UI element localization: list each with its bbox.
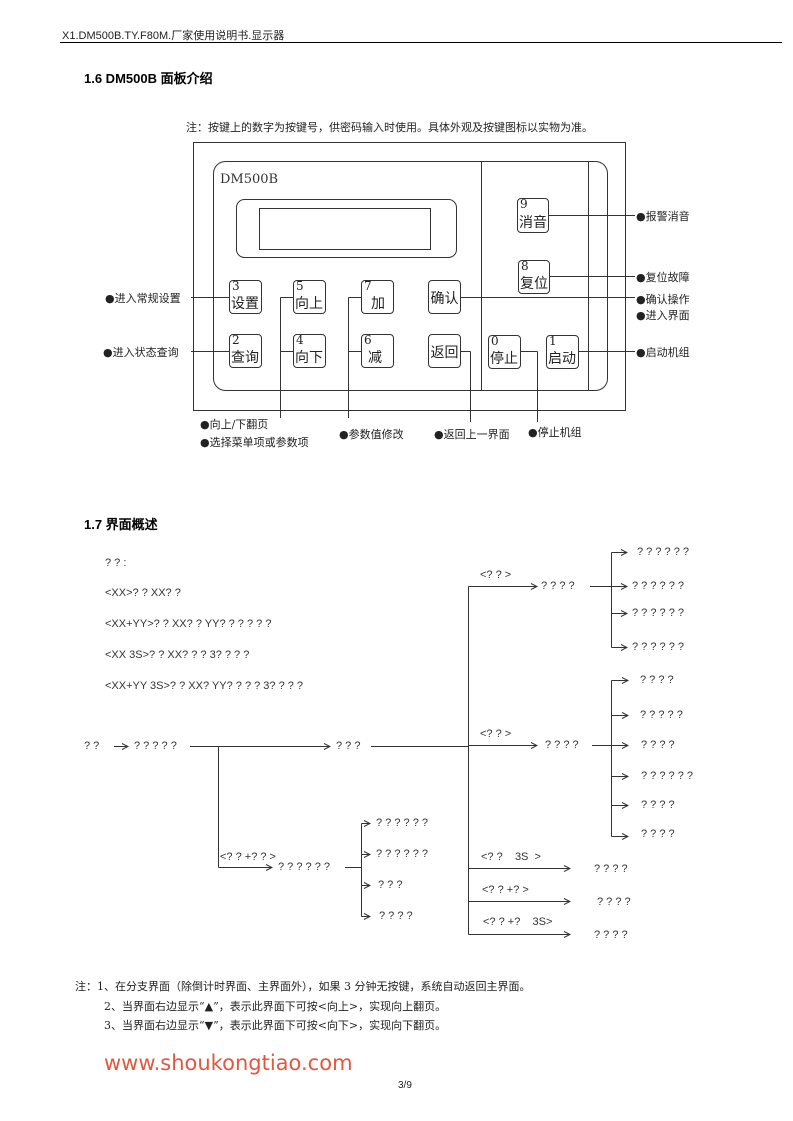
branch-f-child: ? ? ? ? ? ?	[376, 817, 428, 829]
key-label: 停止	[490, 351, 518, 367]
panel-model-label: DM500B	[220, 172, 279, 187]
branch-a-child: ? ? ? ? ? ?	[632, 607, 684, 619]
section-title-interface: 1.7 界面概述	[84, 517, 158, 532]
branch-a-child: ? ? ? ? ? ?	[632, 641, 684, 653]
branch-a-child: ? ? ? ? ? ?	[637, 546, 689, 558]
display-screen	[259, 208, 431, 250]
page-number: 3/9	[398, 1080, 412, 1091]
callout-confirm-op: ●确认操作	[636, 293, 690, 306]
key-number: 9	[520, 197, 528, 211]
callout-page-updown: ●向上/下翻页	[200, 418, 269, 431]
tree-main-node: ? ? ?	[336, 740, 361, 752]
branch-b-child: ? ? ? ?	[641, 739, 675, 751]
document-header: X1.DM500B.TY.F80M.厂家使用说明书.显示器	[62, 30, 285, 42]
branch-b-child: ? ? ? ? ?	[640, 709, 683, 721]
key-number: 8	[521, 259, 529, 273]
branch-e-node: ? ? ? ?	[594, 929, 628, 941]
key-label: 确认	[430, 291, 459, 307]
legend-line: <XX+YY 3S>? ? XX? YY? ? ? ? 3? ? ? ?	[105, 680, 304, 692]
legend-line: <XX+YY>? ? XX? ? YY? ? ? ? ? ?	[105, 618, 272, 630]
footnote-3: 3、当界面右边显示“▼”，表示此界面下可按<向下>，实现向下翻页。	[104, 1019, 447, 1032]
branch-d-key: <? ? +? >	[482, 884, 529, 896]
branch-d-node: ? ? ? ?	[597, 896, 631, 908]
branch-a-child: ? ? ? ? ? ?	[632, 580, 684, 592]
callout-mute: ●报警消音	[636, 210, 690, 223]
tree-level1-node: ? ? ? ? ?	[134, 740, 177, 752]
branch-b-child: ? ? ? ?	[640, 674, 674, 686]
branch-b-child: ? ? ? ? ? ?	[641, 770, 693, 782]
key-number: 3	[232, 279, 240, 293]
branch-f-node: ? ? ? ? ? ?	[278, 861, 330, 873]
key-number: 5	[296, 279, 304, 293]
key-label: 复位	[520, 276, 548, 292]
key-0-stop[interactable]: 0 停止	[488, 335, 521, 369]
watermark-url[interactable]: www.shoukongtiao.com	[104, 1051, 353, 1075]
key-3-settings[interactable]: 3 设置	[229, 280, 262, 314]
branch-f-child: ? ? ? ? ? ?	[376, 848, 428, 860]
legend-line: ? ? :	[105, 557, 127, 569]
key-4-down[interactable]: 4 向下	[293, 334, 326, 368]
key-number: 6	[364, 333, 372, 347]
key-label: 返回	[430, 345, 459, 361]
key-confirm[interactable]: 确认	[428, 280, 461, 314]
callout-reset: ●复位故障	[636, 271, 690, 284]
callout-stop: ●停止机组	[528, 426, 582, 439]
section-title-panel: 1.6 DM500B 面板介绍	[84, 71, 213, 86]
branch-b-node: ? ? ? ?	[545, 739, 579, 751]
branch-f-key: <? ? +? ? >	[220, 851, 276, 863]
callout-select-item: ●选择菜单项或参数项	[200, 436, 309, 449]
key-label: 加	[371, 296, 385, 312]
callout-back-previous: ●返回上一界面	[434, 428, 510, 441]
branch-c-key: <? ? 3S >	[481, 851, 541, 863]
key-label: 向下	[295, 350, 323, 366]
key-label: 消音	[519, 215, 547, 231]
branch-b-child: ? ? ? ?	[641, 799, 675, 811]
branch-a-node: ? ? ? ?	[541, 580, 575, 592]
callout-enter-screen: ●进入界面	[636, 309, 690, 322]
key-6-minus[interactable]: 6 减	[361, 334, 394, 368]
callout-param-modify: ●参数值修改	[339, 428, 404, 441]
key-label: 向上	[295, 296, 323, 312]
key-back[interactable]: 返回	[428, 334, 461, 368]
key-number: 1	[549, 334, 557, 348]
legend-line: <XX>? ? XX? ?	[105, 587, 181, 599]
tree-root: ? ?	[84, 740, 100, 752]
branch-e-key: <? ? +? 3S>	[483, 916, 553, 928]
branch-b-key: <? ? >	[480, 728, 512, 740]
callout-start: ●启动机组	[636, 346, 690, 359]
branch-a-key: <? ? >	[480, 569, 512, 581]
key-2-query[interactable]: 2 查询	[229, 334, 262, 368]
footnote-2: 2、当界面右边显示“▲”，表示此界面下可按<向上>，实现向上翻页。	[104, 1000, 447, 1013]
display-bezel	[236, 199, 457, 258]
key-5-up[interactable]: 5 向上	[293, 280, 326, 314]
key-number: 0	[491, 334, 499, 348]
key-7-plus[interactable]: 7 加	[361, 280, 394, 314]
key-number: 2	[232, 333, 240, 347]
key-label: 查询	[231, 350, 259, 366]
key-label: 减	[368, 350, 382, 366]
key-9-mute[interactable]: 9 消音	[517, 198, 549, 233]
callout-query: ●进入状态查询	[103, 346, 179, 359]
key-number: 7	[364, 279, 372, 293]
legend-line: <XX 3S>? ? XX? ? ? 3? ? ? ?	[105, 649, 250, 661]
key-number: 4	[296, 333, 304, 347]
header-divider	[60, 42, 782, 43]
branch-f-child: ? ? ? ?	[379, 910, 413, 922]
branch-f-child: ? ? ?	[378, 879, 403, 891]
key-1-start[interactable]: 1 启动	[546, 335, 579, 369]
key-8-reset[interactable]: 8 复位	[518, 260, 550, 294]
callout-settings: ●进入常规设置	[105, 292, 181, 305]
branch-c-node: ? ? ? ?	[594, 863, 628, 875]
branch-b-child: ? ? ? ?	[641, 828, 675, 840]
footnote-1: 注：1、在分支界面（除倒计时界面、主界面外），如果 3 分钟无按键，系统自动返回…	[75, 980, 531, 993]
panel-note: 注：按键上的数字为按键号，供密码输入时使用。具体外观及按键图标以实物为准。	[186, 121, 593, 134]
key-label: 设置	[231, 296, 259, 312]
key-label: 启动	[548, 351, 576, 367]
